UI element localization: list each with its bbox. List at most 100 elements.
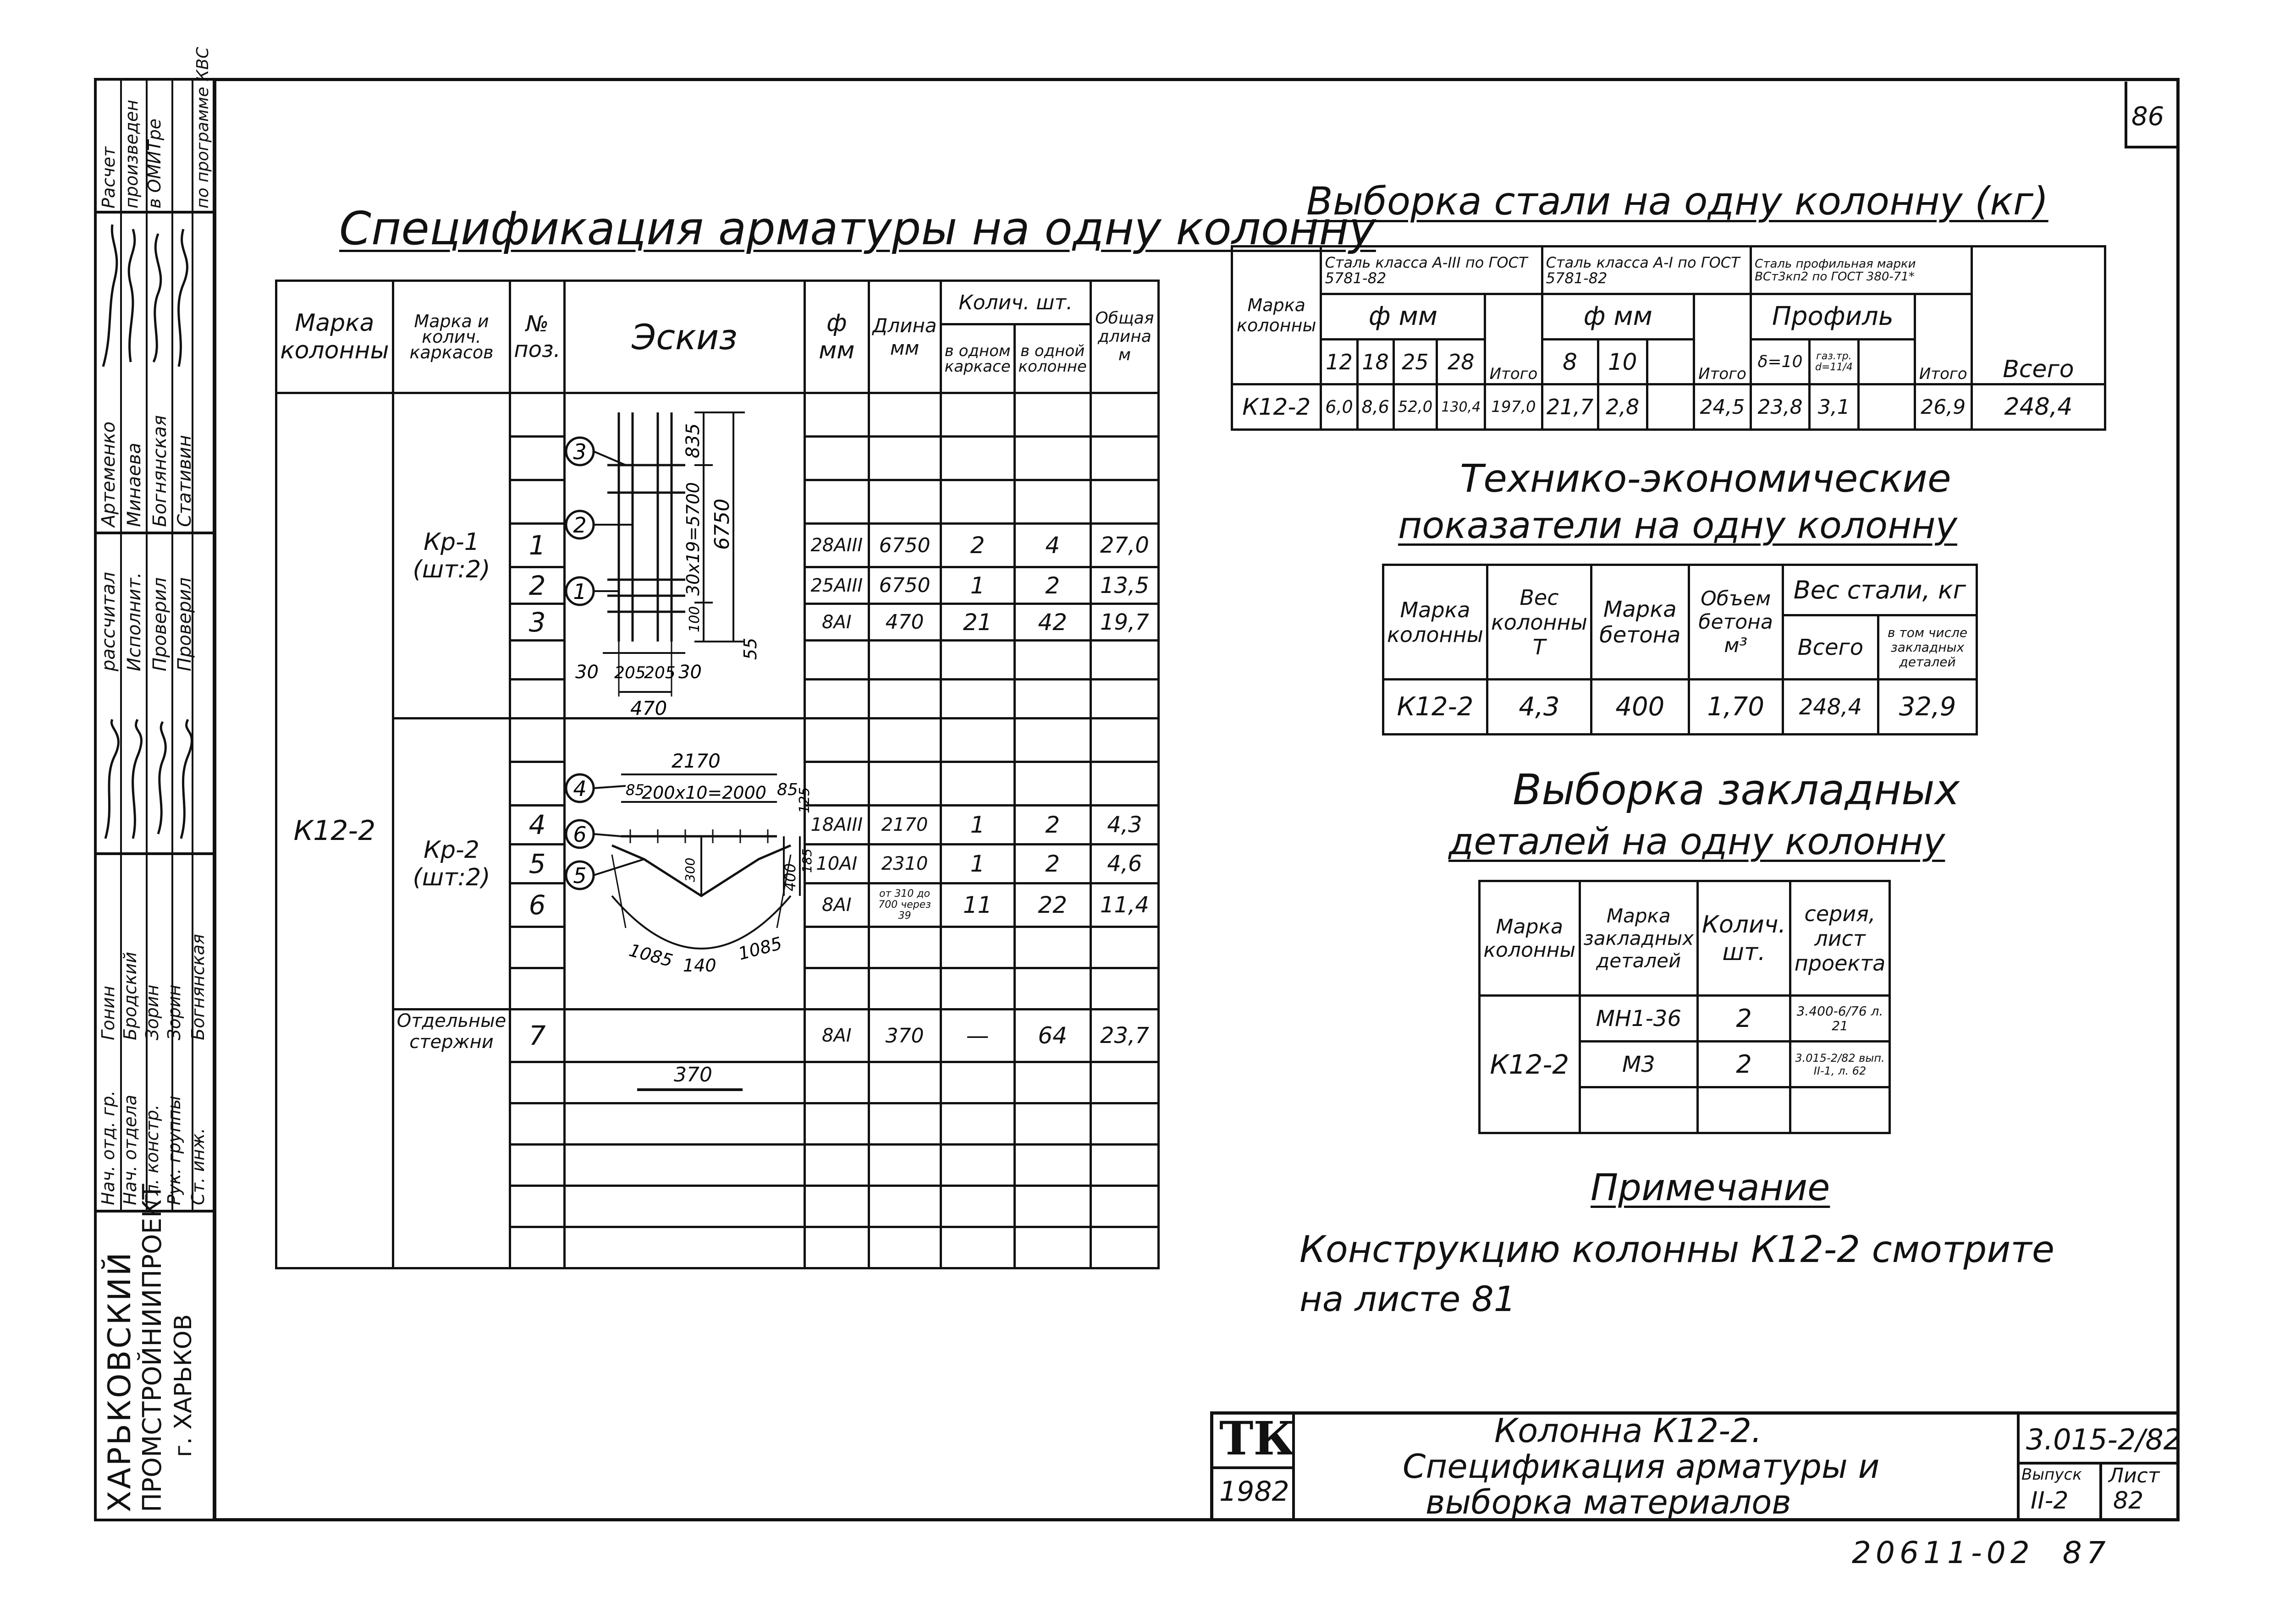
emb-row: М3 2 3.015-2/82 вып. II-1, л. 62 (1480, 1040, 1891, 1088)
svg-text:1: 1 (573, 579, 586, 604)
strip-staff-name-1: Гонин (98, 986, 118, 1040)
svg-text:2170: 2170 (672, 750, 721, 772)
tech-h-marka: Марка колонны (1382, 564, 1488, 680)
tb-right-hdivider (2017, 1462, 2180, 1465)
svg-text:2: 2 (573, 513, 586, 538)
tech-h-steel: Вес стали, кг (1781, 564, 1978, 616)
svg-text:100: 100 (687, 606, 703, 632)
steel-h-vsego: Всего (1970, 245, 2107, 386)
tb-left-divider (1210, 1466, 1295, 1469)
sketch-bar-7 (637, 1088, 743, 1091)
stamp-vypusk-label: Выпуск (2021, 1465, 2082, 1484)
svg-text:85: 85 (626, 781, 644, 799)
tb-right-vdivider (2099, 1462, 2102, 1521)
spec-h-total: Общая длина м (1089, 280, 1160, 394)
steel-h-a1: Сталь класса А-I по ГОСТ 5781-82 (1541, 245, 1752, 296)
sheet-number-box (2125, 82, 2179, 148)
svg-text:835: 835 (683, 423, 704, 458)
emb-row: К12-2 МН1-36 2 3.400-6/76 л. 21 (1478, 994, 1891, 1134)
sketch-kr2: 2170 85 200х10=2000 85 125 300 400 185 4… (565, 750, 815, 976)
spec-row: 4 18АIII 2170 1 2 4,3 (276, 804, 1160, 845)
tech-title-2: показатели на одну колонну (1398, 504, 1957, 547)
svg-text:6750: 6750 (710, 499, 734, 550)
spec-h-length: Длина мм (867, 280, 942, 394)
spec-row: 3 8АI 470 21 42 19,7 (276, 603, 1160, 642)
svg-text:85: 85 (777, 780, 798, 799)
strip-divider (94, 211, 215, 214)
strip-col-line (171, 78, 173, 1210)
strip-stamp-2: Исполнит. (124, 572, 145, 671)
strip-calc-note: Расчет произведен в ОМИТре (99, 99, 165, 208)
tech-h-total: Всего (1781, 614, 1880, 680)
spec-group-kr1: Кр-1 (шт:2) (391, 392, 512, 719)
spec-h-sketch: Эскиз (563, 280, 806, 394)
svg-text:6: 6 (573, 822, 586, 847)
note-line-1: Конструкцию колонны К12-2 смотрите (1299, 1228, 2055, 1271)
strip-staff-name-2: Бродский (120, 952, 140, 1040)
strip-col-line (192, 78, 193, 1210)
strip-name-4: Стативин (174, 435, 195, 527)
signatures-middle (104, 719, 193, 839)
svg-text:205: 205 (644, 664, 676, 682)
stamp-code: 3.015-2/82 (2026, 1423, 2182, 1456)
spec-h-karkas: Марка и колич. каркасов (391, 280, 512, 394)
svg-text:30: 30 (575, 662, 599, 683)
spec-group-kr2: Кр-2 (шт:2) (391, 717, 512, 1010)
steel-h-profil: Профиль (1750, 293, 1916, 340)
steel-h-prof: Сталь профильная марки ВСт3кп2 по ГОСТ 3… (1750, 245, 1973, 296)
spec-row: 2 25АIII 6750 1 2 13,5 (276, 566, 1160, 605)
tech-h-embedded: в том числе закладных деталей (1877, 614, 1978, 680)
steel-h-a3: Сталь класса А-III по ГОСТ 5781-82 (1320, 245, 1543, 296)
sketch-kr1: 3 2 1 835 6750 100 30х19=5700 55 30 205 … (565, 411, 760, 719)
embedded-title-2: деталей на одну колонну (1448, 820, 1945, 863)
tb-right-divider (2017, 1411, 2020, 1521)
spec-h-per-column: в одной колонне (1013, 323, 1092, 394)
svg-text:30: 30 (678, 662, 702, 683)
strip-stamp-4: Проверил (174, 577, 195, 671)
inventory-number: 20611-02 87 (1852, 1535, 2110, 1570)
spec-h-per-frame: в одном каркасе (939, 323, 1016, 394)
steel-table: Марка колонны Сталь класса А-III по ГОСТ… (1230, 245, 2107, 431)
strip-name-3: Богнянская (149, 415, 171, 527)
steel-title: Выборка стали на одну колонну (кг) (1306, 179, 2048, 224)
svg-text:470: 470 (630, 697, 667, 719)
strip-col-line (146, 78, 148, 1210)
steel-h-itogo-a3: Итого (1484, 293, 1543, 386)
svg-text:125: 125 (797, 787, 813, 813)
svg-text:205: 205 (614, 664, 646, 682)
strip-divider (94, 852, 215, 855)
strip-staff-name-4: Зорин (164, 984, 184, 1040)
tech-row: К12-2 4,3 400 1,70 248,4 32,9 (1382, 678, 1978, 735)
steel-row: К12-2 6,0 8,6 52,0 130,4 197,0 21,7 2,8 … (1230, 383, 2107, 431)
stamp-list: 82 (2113, 1487, 2144, 1514)
left-strip (94, 78, 215, 1521)
svg-text:55: 55 (740, 638, 760, 660)
spec-group-separate: Отдельные стержни (391, 1008, 512, 1269)
emb-h-detail: Марка закладных деталей (1578, 880, 1699, 997)
sketch-bar-7-dim: 370 (674, 1063, 712, 1086)
spec-row: 5 10АI 2310 1 2 4,6 (276, 843, 1160, 884)
strip-calc-program: по программе КВС (193, 47, 212, 208)
strip-staff-role-2: Нач. отдела (120, 1094, 140, 1205)
embedded-title-1: Выборка закладных (1513, 765, 1960, 814)
spec-row: Отдельные стержни 7 8АI 370 — 64 23,7 (276, 1008, 1160, 1269)
tech-title-1: Технико-экономические (1460, 456, 1951, 501)
org-line-2: ПРОМСТРОЙНИИПРОЕКТ (138, 1184, 167, 1512)
stamp-title-3: выборка материалов (1426, 1483, 1791, 1521)
strip-stamp-1: рассчитал (98, 572, 119, 671)
steel-h-itogo-a1: Итого (1692, 293, 1752, 386)
embedded-table: Марка колонны Марка закладных деталей Ко… (1478, 880, 1891, 1134)
svg-text:185: 185 (799, 849, 815, 873)
spec-row: 1 28АIII 6750 2 4 27,0 (276, 522, 1160, 568)
spec-h-phi: ф мм (804, 280, 870, 394)
strip-divider (94, 1210, 215, 1213)
org-line-3: г. ХАРЬКОВ (170, 1314, 197, 1457)
emb-h-qty: Колич. шт. (1696, 880, 1792, 997)
stamp-title-2: Спецификация арматуры и (1403, 1447, 1880, 1486)
spec-h-pos: № поз. (509, 280, 566, 394)
spec-h-marka: Марка колонны (275, 280, 394, 394)
spec-title: Спецификация арматуры на одну колонну (339, 202, 1376, 255)
svg-text:300: 300 (683, 858, 698, 882)
strip-staff-role-1: Нач. отд. гр. (98, 1090, 118, 1205)
tech-h-concrete: Марка бетона (1590, 564, 1690, 680)
